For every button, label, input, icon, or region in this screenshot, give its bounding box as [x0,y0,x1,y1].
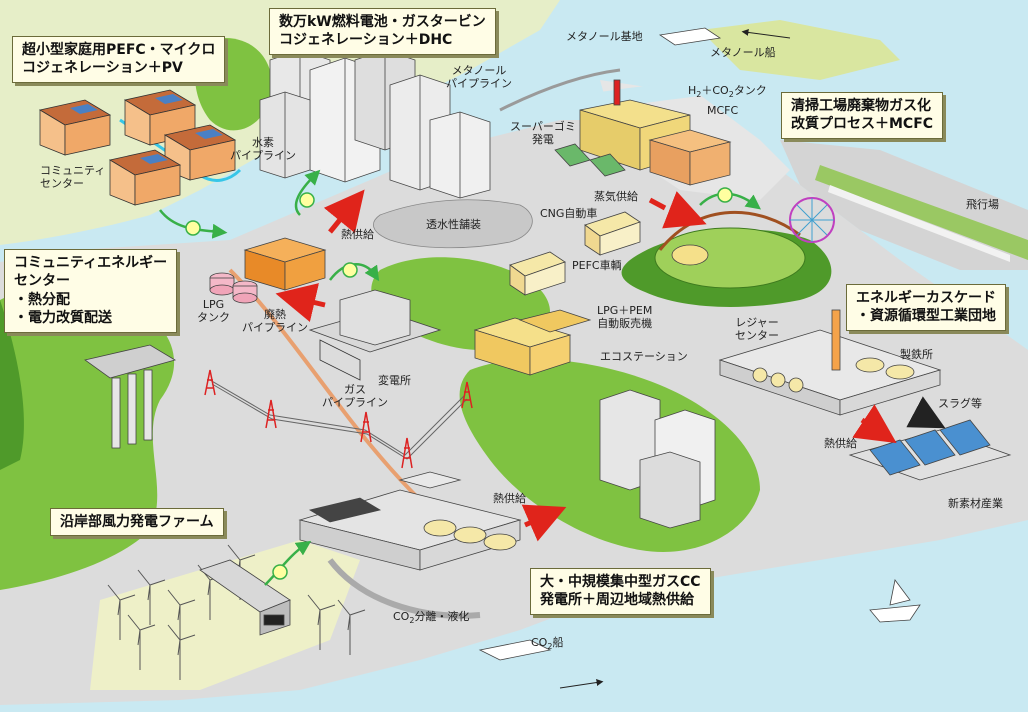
label-permeable-pavement: 透水性舗装 [426,218,481,231]
box-cleaning-plant: 清掃工場廃棄物ガス化 改質プロセス＋MCFC [781,92,943,139]
label-cng-vehicle: CNG自動車 [540,207,597,220]
label-co2-ship: CO2船 [531,636,563,652]
label-h2-co2-tank: H2＋CO2タンク [688,84,767,100]
box-gas-cc: 大・中規模集中型ガスCC 発電所＋周辺地域熱供給 [530,568,711,615]
box-fuel-cell-dhc: 数万kW燃料電池・ガスタービン コジェネレーション＋DHC [269,8,496,55]
label-waste-heat-pipeline: 廃熱 パイプライン [242,308,308,334]
label-lpg-tank: LPG タンク [197,298,230,324]
label-methanol-ship: メタノール船 [710,46,776,59]
label-methanol-pipeline: メタノール パイプライン [446,64,512,90]
label-heat-supply-2: 熱供給 [824,437,857,450]
box-community-energy: コミュニティエネルギー センター ・熱分配 ・電力改質配送 [4,249,177,333]
label-hydrogen-pipeline: 水素 パイプライン [230,136,296,162]
label-mcfc: MCFC [707,104,738,117]
box-micro-cogeneration: 超小型家庭用PEFC・マイクロ コジェネレーション＋PV [12,36,225,83]
label-super-garbage: スーパーゴミ 発電 [510,120,576,146]
label-methanol-base: メタノール基地 [566,30,643,43]
label-co2-separation: CO2分離・液化 [393,610,469,626]
label-slag: スラグ等 [938,397,982,410]
label-airport: 飛行場 [966,198,999,211]
label-heat-supply-3: 熱供給 [493,492,526,505]
label-lpg-pem-vending: LPG＋PEM 自動販売機 [597,304,652,330]
label-heat-supply-1: 熱供給 [341,228,374,241]
label-ecostation: エコステーション [600,350,688,363]
label-steam-supply: 蒸気供給 [594,190,638,203]
label-pefc-vehicle: PEFC車輌 [572,259,622,272]
label-leisure-center: レジャー センター [735,316,779,342]
label-steelworks: 製鉄所 [900,348,933,361]
label-community-center: コミュニティ センター [40,164,105,190]
label-gas-pipeline: ガス パイプライン [322,383,388,409]
label-new-materials: 新素材産業 [948,497,1003,510]
box-wind-farm: 沿岸部風力発電ファーム [50,508,224,536]
box-energy-cascade: エネルギーカスケード ・資源循環型工業団地 [846,284,1006,331]
